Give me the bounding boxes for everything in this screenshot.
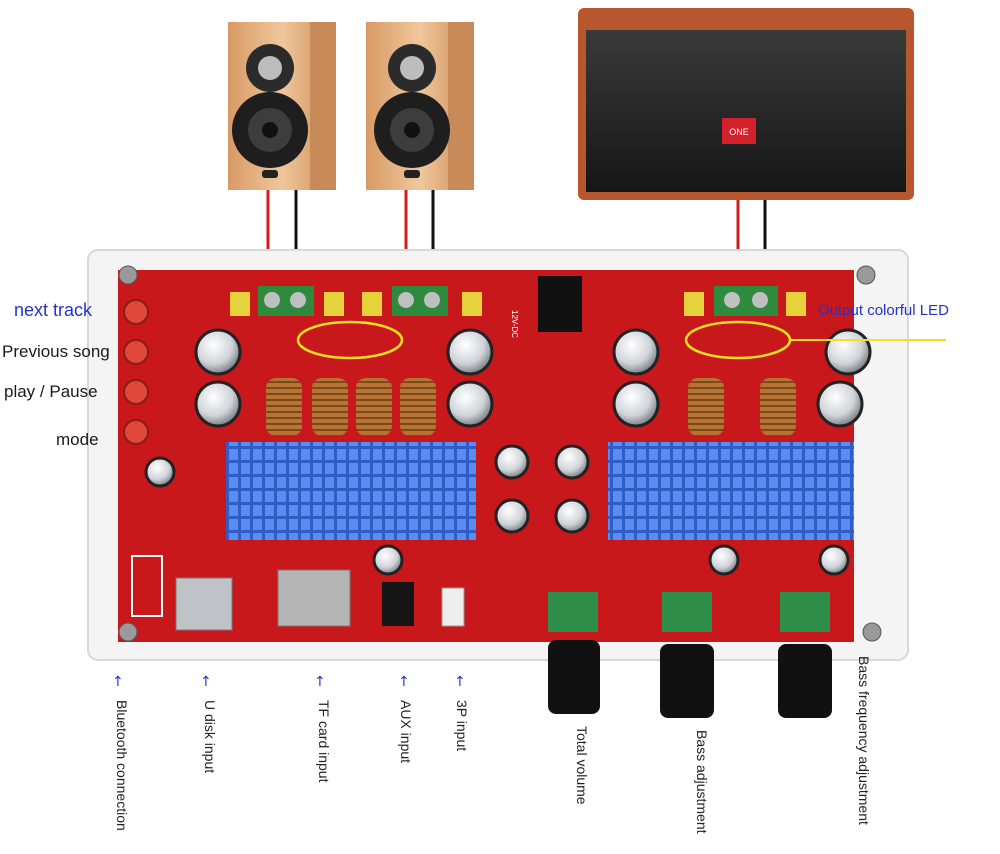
potentiometers xyxy=(548,592,830,632)
arrow-bluetooth: ↑ xyxy=(112,674,124,690)
aux-jack xyxy=(382,582,414,626)
right-heatsink xyxy=(608,442,854,540)
label-udisk-input: U disk input xyxy=(202,700,218,774)
film-capacitors xyxy=(230,292,806,316)
knobs xyxy=(548,640,832,718)
subwoofer-speaker: ONE xyxy=(578,8,914,200)
inductor-coils xyxy=(266,378,796,436)
label-bass-adjustment: Bass adjustment xyxy=(694,730,710,834)
speaker-terminals xyxy=(258,286,778,316)
label-aux-input: AUX input xyxy=(398,700,414,764)
led-highlight-left xyxy=(296,320,404,360)
electrolytic-capacitors xyxy=(144,328,872,576)
left-heatsink xyxy=(226,442,476,540)
dc-power-jack xyxy=(538,276,582,332)
bluetooth-antenna xyxy=(131,555,163,617)
label-play-pause: play / Pause xyxy=(4,382,98,401)
label-mode: mode xyxy=(56,430,99,449)
label-previous-song: Previous song xyxy=(2,342,110,361)
label-tf-card-input: TF card input xyxy=(316,700,332,783)
control-buttons xyxy=(123,299,149,445)
usb-port xyxy=(175,577,233,631)
label-3p-input: 3P input xyxy=(454,700,470,752)
speaker-logo: ONE xyxy=(729,127,749,137)
label-bluetooth-connection: Bluetooth connection xyxy=(114,700,130,831)
label-output-colorful-led: Output colorful LED xyxy=(818,302,949,319)
arrow-3p: ↑ xyxy=(454,674,466,690)
dc-input-marking: 12V-DC xyxy=(510,310,519,338)
mounting-screws xyxy=(118,265,882,642)
label-next-track: next track xyxy=(14,300,93,320)
tf-card-slot xyxy=(277,569,351,627)
right-bookshelf-speaker xyxy=(366,22,474,190)
left-bookshelf-speaker xyxy=(228,22,336,190)
label-bass-frequency-adjustment: Bass frequency adjustment xyxy=(856,656,872,825)
label-total-volume: Total volume xyxy=(574,726,590,805)
arrow-udisk: ↑ xyxy=(200,674,212,690)
arrow-aux: ↑ xyxy=(398,674,410,690)
arrow-tf: ↑ xyxy=(314,674,326,690)
three-pin-connector xyxy=(441,587,465,627)
